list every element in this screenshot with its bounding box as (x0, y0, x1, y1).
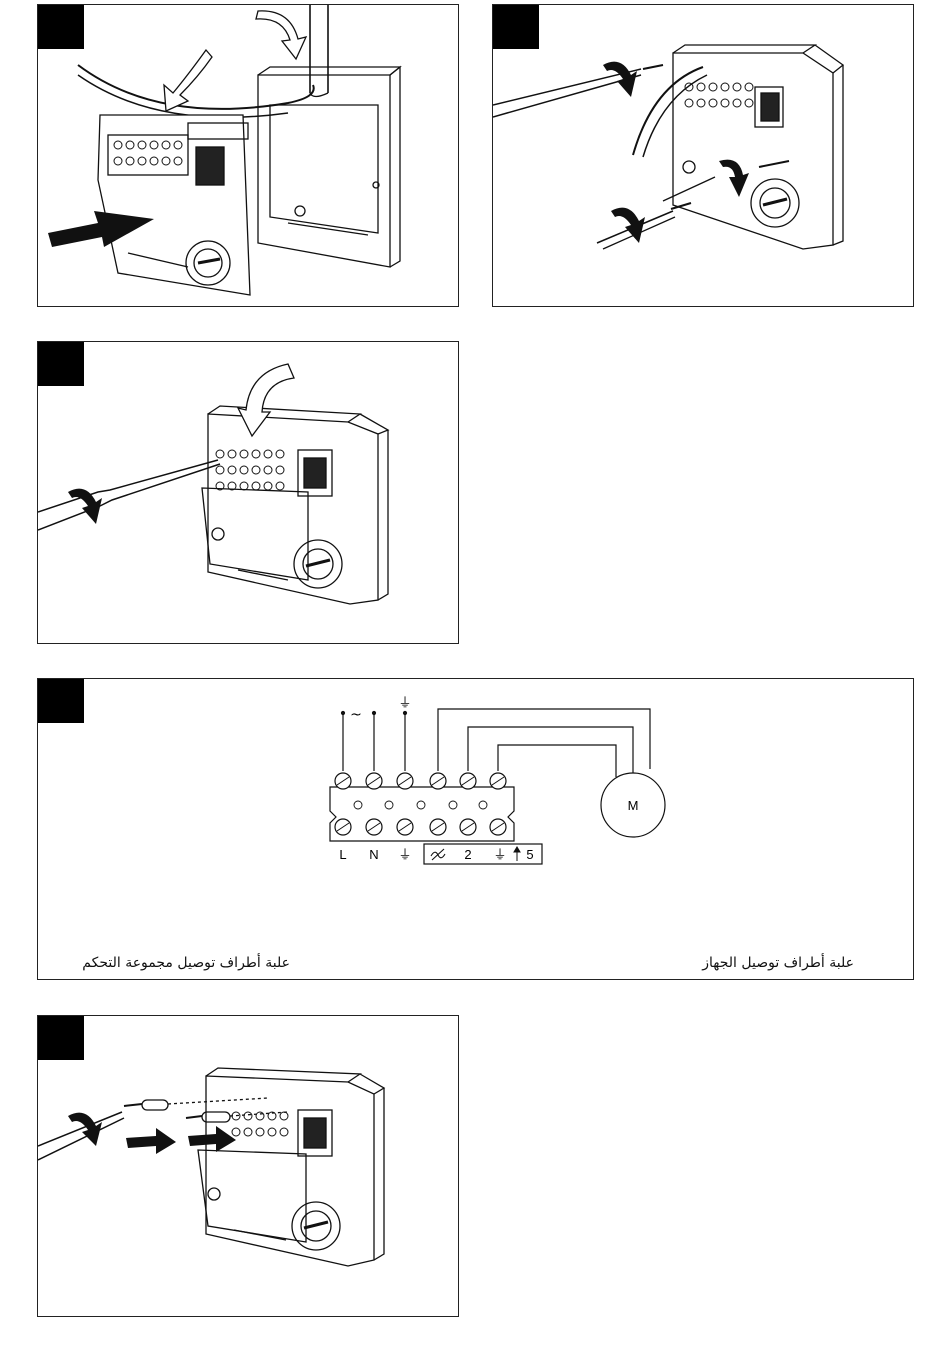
earth-symbol-top: ⏚ (398, 696, 411, 711)
step-2-illustration (493, 5, 915, 308)
terminal-label-5: 5 (526, 847, 533, 862)
motor-label: M (628, 798, 639, 813)
caption-device-terminal-box: علبة أطراف توصيل الجهاز (674, 955, 854, 971)
terminal-label-2: 2 (464, 847, 471, 862)
terminal-label-l: L (339, 847, 346, 862)
step-5-illustration (38, 1016, 460, 1318)
step-2-panel (492, 4, 914, 307)
terminal-label-earth-device: ⏚ (493, 848, 506, 863)
step-1-illustration (38, 5, 460, 308)
step-5-panel (37, 1015, 459, 1317)
terminal-label-earth: ⏚ (398, 848, 411, 863)
terminal-label-n: N (369, 847, 378, 862)
step-1-panel (37, 4, 459, 307)
supply-symbol: ~ (350, 707, 362, 723)
step-3-illustration (38, 342, 460, 645)
caption-control-terminal-box: علبة أطراف توصيل مجموعة التحكم (70, 955, 290, 971)
wiring-diagram: ~ ⏚ M L N ⏚ 2 ⏚ 5 (38, 679, 915, 981)
terminal-symbol-up-arrow (514, 847, 520, 861)
step-4-panel: ~ ⏚ M L N ⏚ 2 ⏚ 5 علبة أطراف توصيل مجموع… (37, 678, 914, 980)
terminal-symbol-phase (431, 849, 445, 860)
step-3-panel (37, 341, 459, 644)
